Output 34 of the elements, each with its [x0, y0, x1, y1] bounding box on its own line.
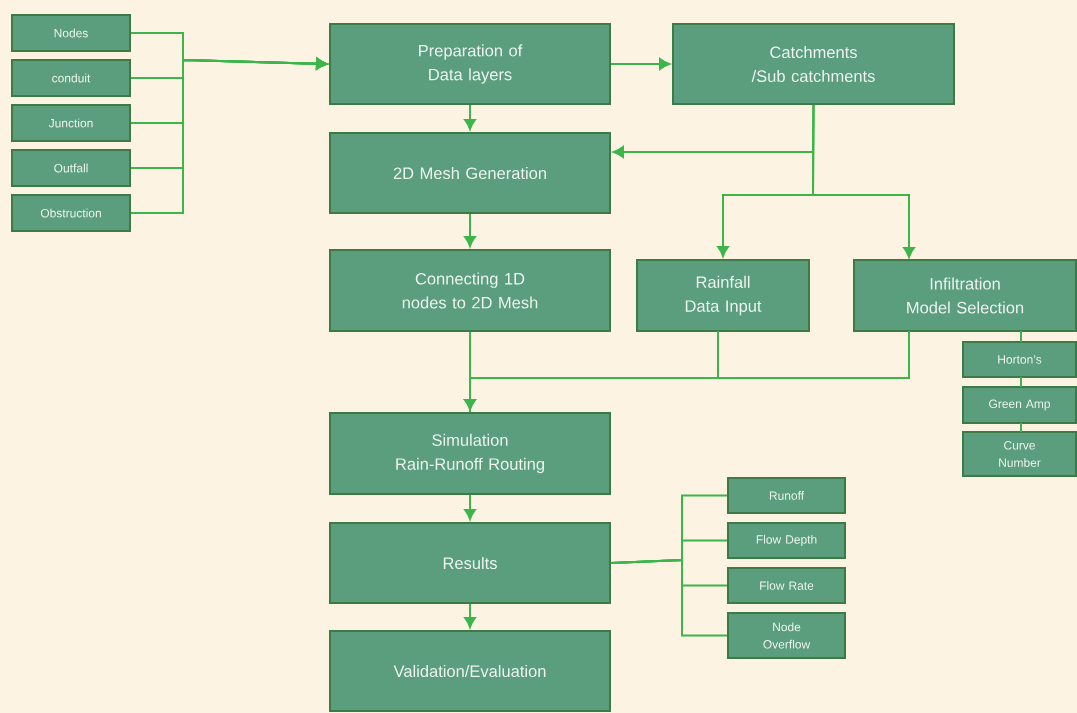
arrow	[464, 213, 476, 248]
process-box: Obstruction	[11, 194, 131, 232]
connector-line	[610, 558, 728, 637]
process-box: Junction	[11, 104, 131, 142]
process-box: Runoff	[727, 477, 846, 514]
process-box: Green Amp	[962, 386, 1077, 424]
process-box: Results	[329, 522, 611, 604]
arrow	[464, 330, 910, 411]
connector-line	[1020, 376, 1022, 388]
process-box: Curve Number	[962, 431, 1077, 477]
arrow	[464, 494, 476, 521]
process-box: Validation/Evaluation	[329, 630, 611, 712]
process-box: 2D Mesh Generation	[329, 132, 611, 214]
arrow	[464, 603, 476, 629]
process-box: Catchments /Sub catchments	[672, 23, 955, 105]
process-box: Outfall	[11, 149, 131, 187]
process-box: conduit	[11, 59, 131, 97]
connector-line	[1020, 422, 1022, 433]
arrow	[610, 58, 671, 70]
connector-line	[1020, 330, 1022, 343]
process-box: Node Overflow	[727, 612, 846, 659]
connector-line	[469, 331, 471, 413]
arrow	[130, 57, 328, 214]
arrow	[812, 104, 915, 259]
process-box: Flow Rate	[727, 567, 846, 604]
process-box: Connecting 1D nodes to 2D Mesh	[329, 249, 611, 332]
process-box: Rainfall Data Input	[636, 259, 810, 332]
process-box: Flow Depth	[727, 522, 846, 559]
process-box: Simulation Rain-Runoff Routing	[329, 412, 611, 495]
process-box: Preparation of Data layers	[329, 23, 611, 105]
process-box: Nodes	[11, 14, 131, 52]
arrow	[464, 104, 476, 131]
process-box: Horton’s	[962, 341, 1077, 378]
process-box: Infiltration Model Selection	[853, 259, 1077, 332]
